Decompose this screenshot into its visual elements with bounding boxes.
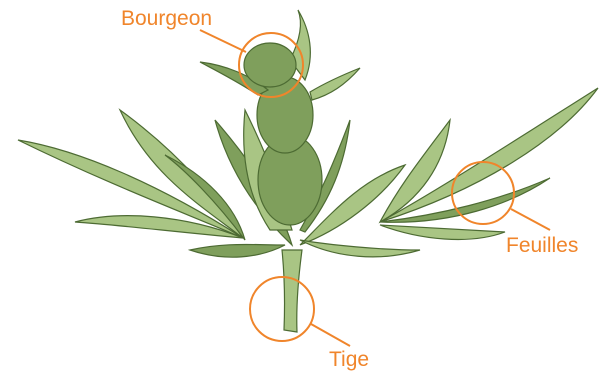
leaf-left bbox=[18, 110, 245, 240]
stem bbox=[282, 250, 302, 332]
bud-label: Bourgeon bbox=[121, 8, 212, 29]
callout-stem bbox=[250, 277, 350, 346]
leaf-right bbox=[380, 88, 598, 239]
stem-label: Tige bbox=[329, 349, 369, 370]
bud-cluster bbox=[200, 10, 360, 232]
leaves-label: Feuilles bbox=[506, 235, 578, 256]
